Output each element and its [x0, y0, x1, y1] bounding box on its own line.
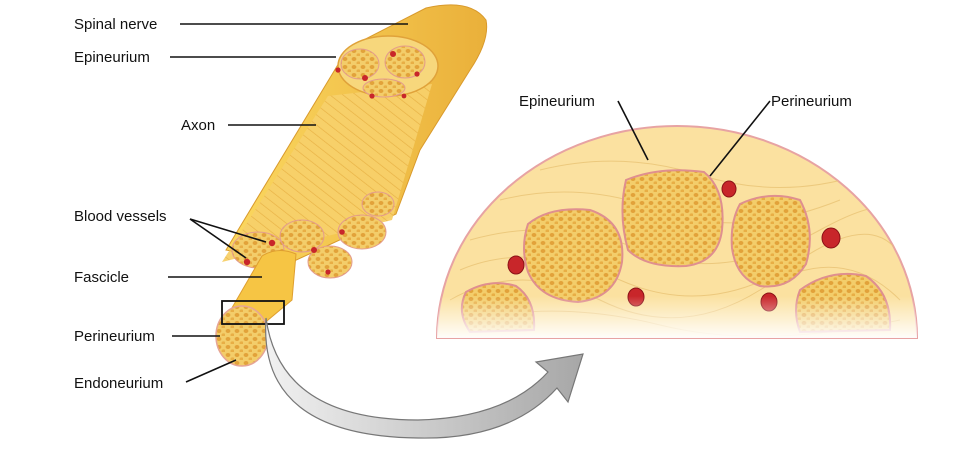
- magnify-box: [221, 300, 285, 325]
- label-spinal-nerve: Spinal nerve: [74, 16, 157, 33]
- label-cross-epineurium: Epineurium: [519, 93, 595, 110]
- label-fascicle: Fascicle: [74, 269, 129, 286]
- endoneurium-cut-face: [215, 305, 269, 367]
- label-blood-vessels: Blood vessels: [74, 208, 167, 225]
- label-endoneurium: Endoneurium: [74, 375, 163, 392]
- blood-vessels: [243, 51, 420, 275]
- label-epineurium: Epineurium: [74, 49, 150, 66]
- leader-lines: [168, 23, 771, 383]
- label-axon: Axon: [181, 117, 215, 134]
- label-cross-perineurium: Perineurium: [771, 93, 852, 110]
- magnify-arrow: [265, 317, 584, 439]
- nerve-cross-section: [435, 125, 919, 339]
- label-perineurium: Perineurium: [74, 328, 155, 345]
- axon-bundle: [222, 84, 432, 262]
- nerve-illustration: [215, 4, 488, 367]
- labels: Spinal nerve Epineurium Axon Blood vesse…: [74, 16, 852, 392]
